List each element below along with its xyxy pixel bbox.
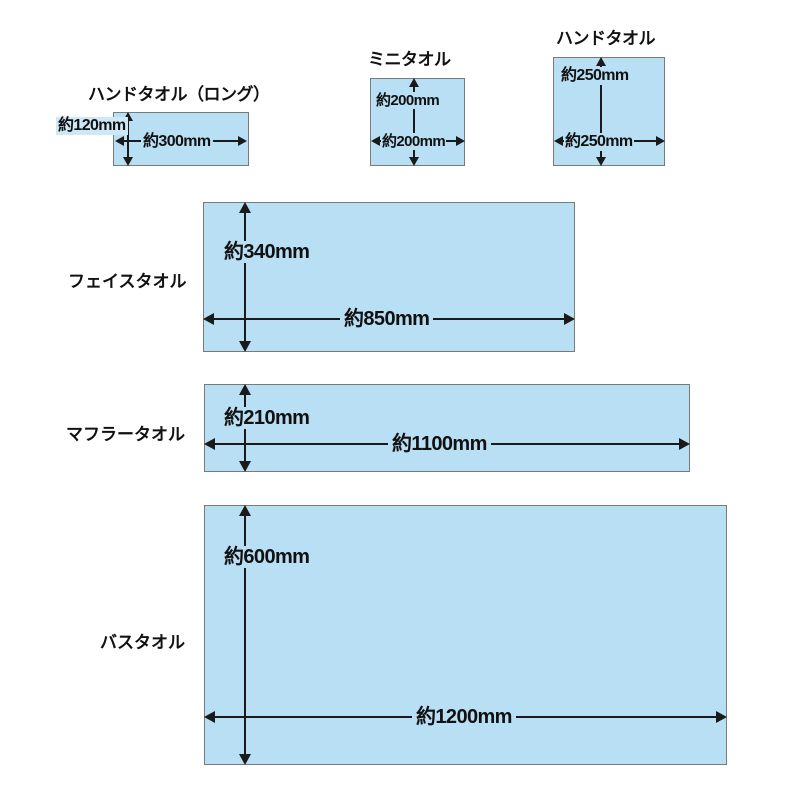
hand-towel-height-label: 約250mm <box>560 67 630 85</box>
face-towel-height-arrow-down <box>239 341 251 352</box>
bath-towel-height-label: 約600mm <box>222 546 312 568</box>
hand-towel-long-height-arrow-down <box>123 157 133 166</box>
muffler-towel-width-arrow-right <box>679 438 690 450</box>
hand-towel-long-height-arrow-up <box>123 112 133 121</box>
face-towel-width-arrow-left <box>203 313 214 325</box>
muffler-towel-width-label: 約1100mm <box>388 433 491 455</box>
hand-towel-width-arrow-right <box>656 136 665 146</box>
muffler-towel-height-arrow-up <box>239 384 251 395</box>
bath-towel-width-arrow-left <box>204 711 215 723</box>
hand-towel-long-title: ハンドタオル（ロング） <box>88 85 270 104</box>
mini-towel-width-arrow-right <box>456 136 465 146</box>
hand-towel-title: ハンドタオル <box>556 29 656 48</box>
bath-towel-height-arrow-down <box>239 754 251 765</box>
face-towel-height-arrow-up <box>239 202 251 213</box>
hand-towel-long-width-arrow-right <box>238 136 247 146</box>
bath-towel-height-arrow-up <box>239 505 251 516</box>
bath-towel-height-line <box>244 511 246 760</box>
bath-towel-width-label: 約1200mm <box>412 706 516 728</box>
hand-towel-height-line <box>600 62 602 161</box>
hand-towel-long-width-arrow-left <box>115 136 124 146</box>
mini-towel-height-label: 約200mm <box>375 92 441 109</box>
muffler-towel-height-arrow-down <box>239 461 251 472</box>
face-towel-height-line <box>244 208 246 347</box>
face-towel-label: フェイスタオル <box>68 272 187 291</box>
hand-towel-long-width-label: 約300mm <box>141 133 213 151</box>
mini-towel-height-line <box>413 83 415 161</box>
face-towel-width-label: 約850mm <box>340 308 434 330</box>
muffler-towel-width-arrow-left <box>204 438 215 450</box>
mini-towel-height-arrow-up <box>409 78 419 87</box>
hand-towel-width-label: 約250mm <box>564 133 634 151</box>
hand-towel-width-arrow-left <box>554 136 563 146</box>
bath-towel-label: バスタオル <box>100 633 185 652</box>
muffler-towel-height-label: 約210mm <box>222 407 312 429</box>
mini-towel-title: ミニタオル <box>368 50 451 69</box>
muffler-towel-height-line <box>244 390 246 468</box>
mini-towel-width-label: 約200mm <box>381 133 447 150</box>
hand-towel-long-height-line <box>127 117 129 161</box>
face-towel-height-label: 約340mm <box>222 241 312 263</box>
hand-towel-height-arrow-down <box>596 157 606 166</box>
hand-towel-height-arrow-up <box>596 57 606 66</box>
muffler-towel-label: マフラータオル <box>66 425 185 444</box>
bath-towel-width-arrow-right <box>716 711 727 723</box>
face-towel-width-arrow-right <box>564 313 575 325</box>
mini-towel-height-arrow-down <box>409 157 419 166</box>
mini-towel-width-arrow-left <box>371 136 380 146</box>
hand-towel-long-height-label: 約120mm <box>56 117 128 135</box>
